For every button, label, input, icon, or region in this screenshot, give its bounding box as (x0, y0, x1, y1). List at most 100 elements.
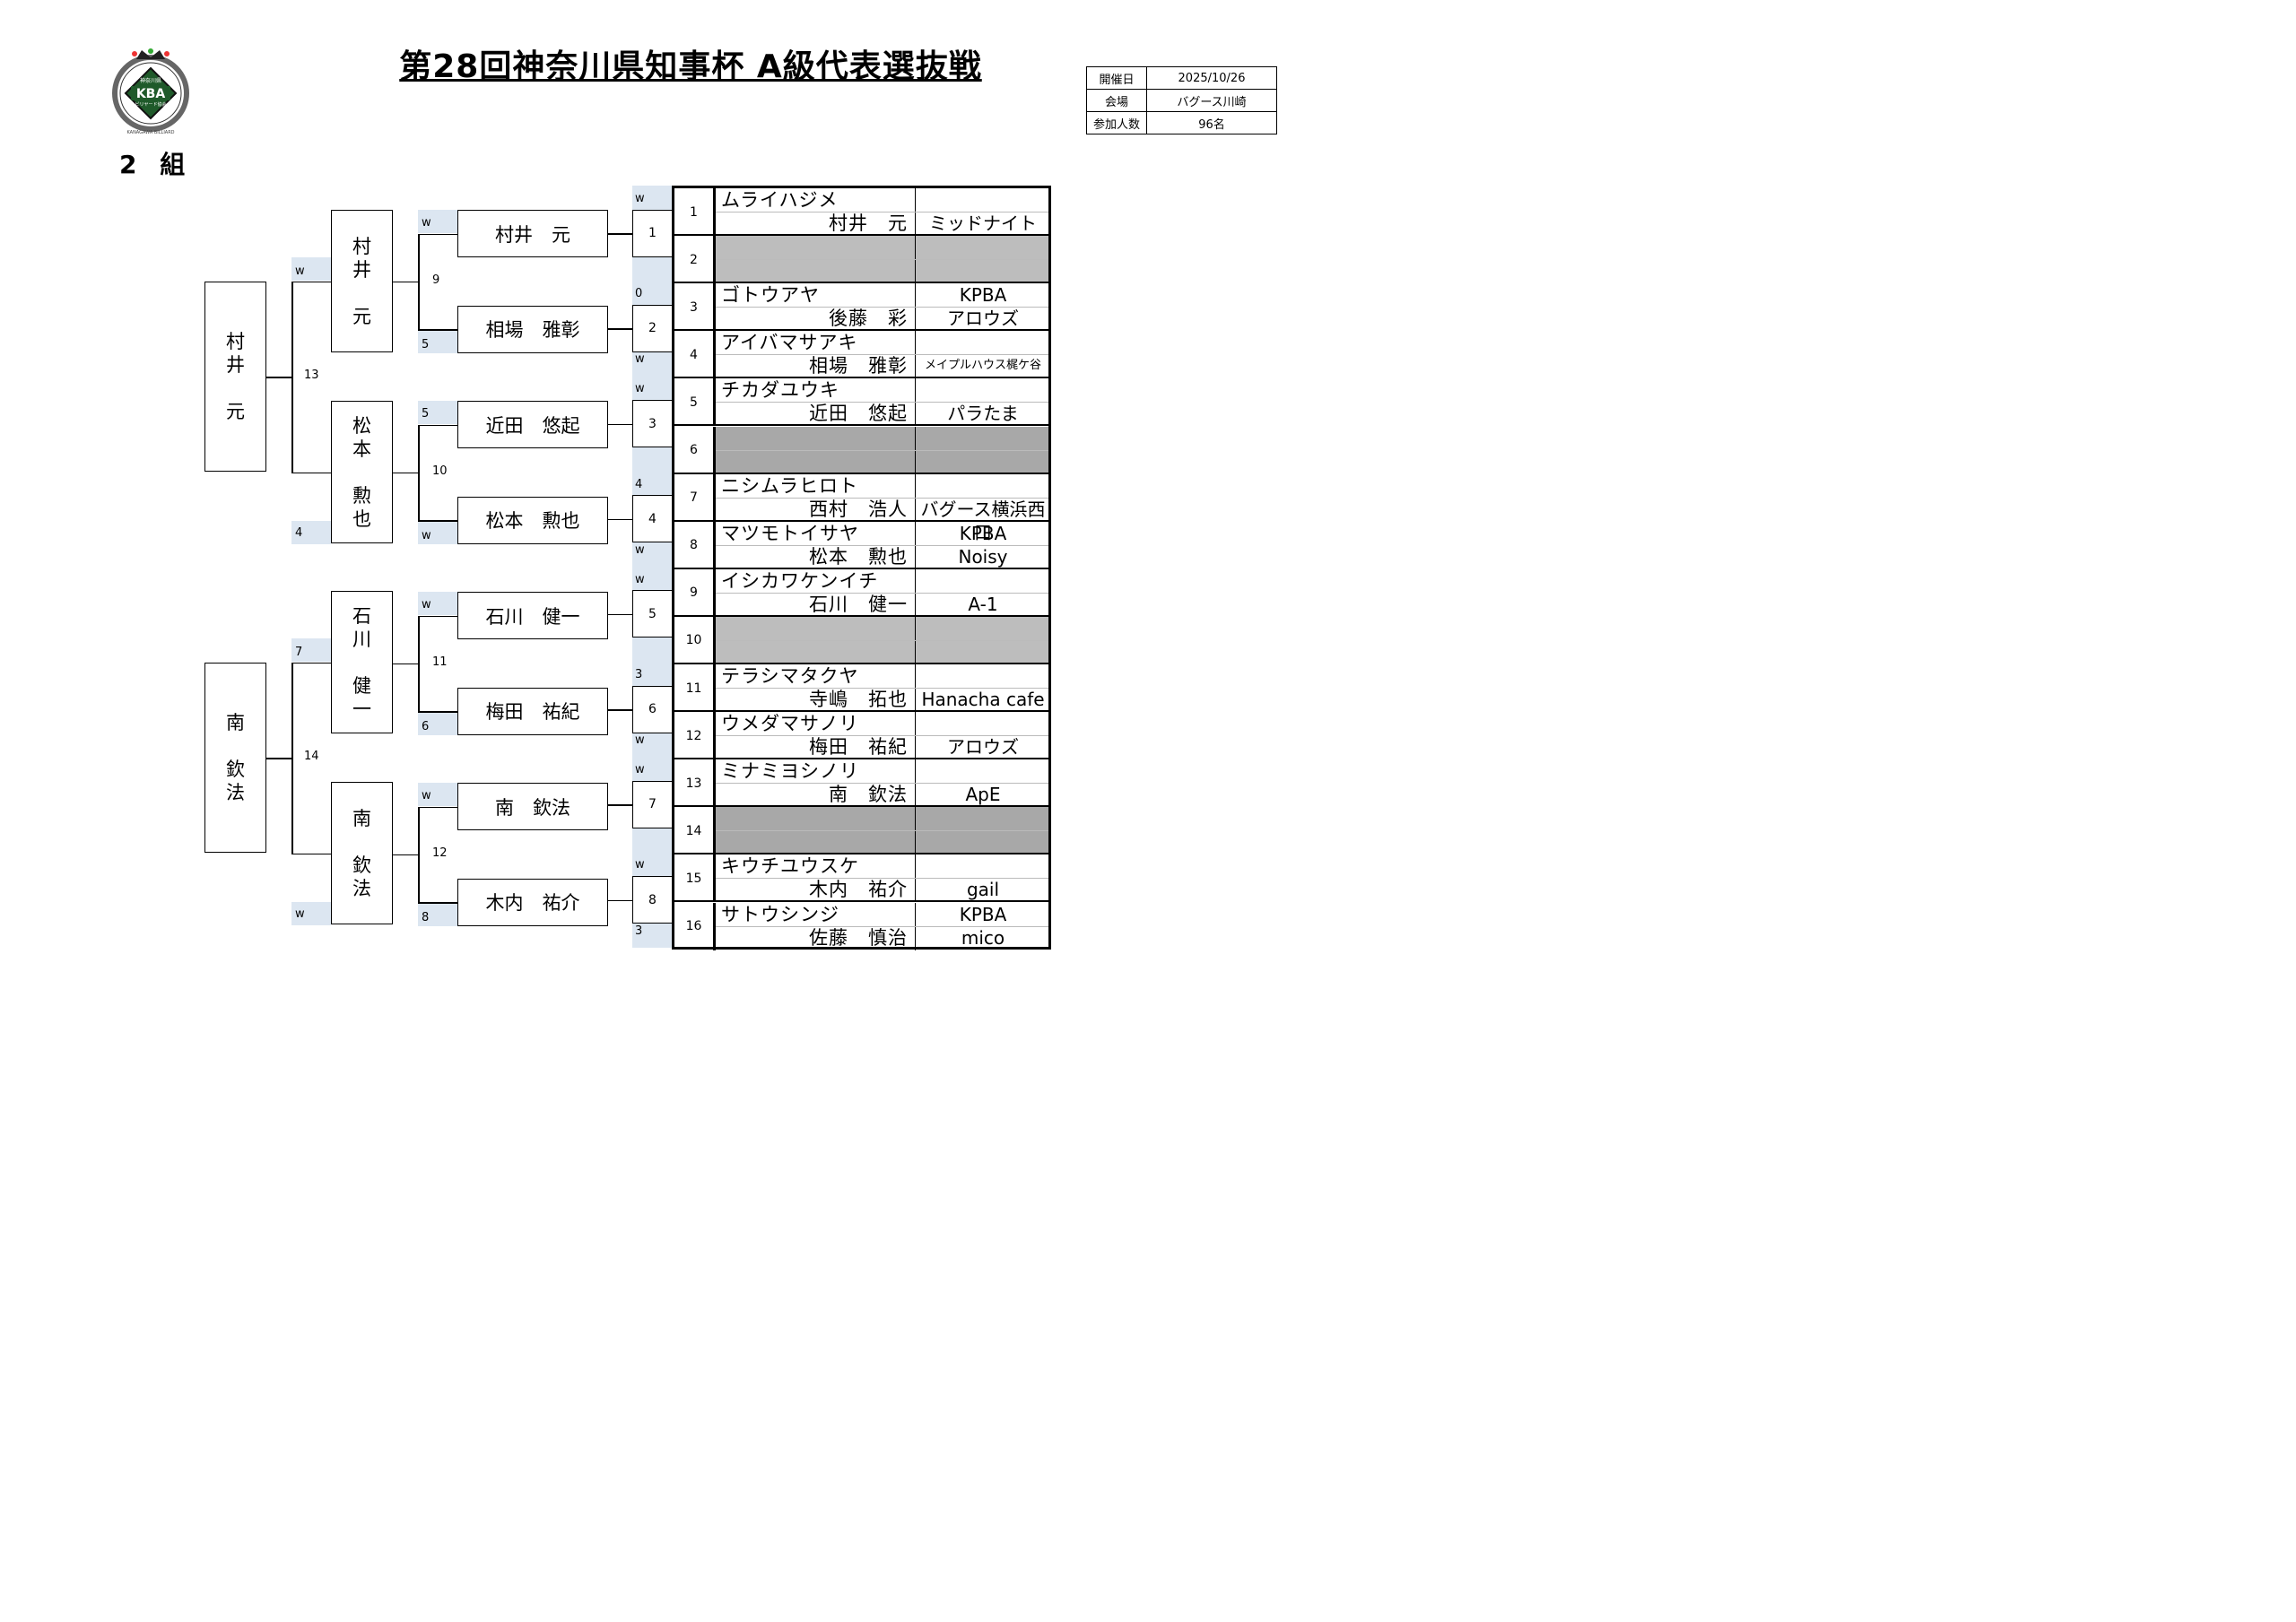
info-label: 会場 (1086, 89, 1147, 112)
row-divider (716, 639, 1048, 641)
slot-number: 14 (674, 807, 716, 855)
player-kana: イシカワケンイチ (721, 569, 879, 592)
player-name-char: 川 (352, 628, 371, 650)
match-number-box: 7 (632, 780, 673, 828)
player-name-char: 南 (352, 807, 371, 829)
bracket-line (418, 424, 457, 426)
player-name: 相場 雅彰 (809, 355, 908, 377)
slot-number: 16 (674, 902, 716, 950)
round2-match-number: 10 (432, 464, 448, 478)
player-club: アロウズ (947, 308, 1019, 330)
slot-number: 7 (674, 473, 716, 522)
slot-number: 3 (674, 283, 716, 332)
round1-score: w (635, 733, 645, 748)
finalist-box: 南欽法 (204, 663, 266, 853)
round2-player-box: 村井 元 (457, 210, 608, 257)
player-club-primary: KPBA (959, 522, 1007, 544)
bracket-line (291, 662, 331, 664)
player-club: パラたま (947, 403, 1019, 425)
row-border (674, 805, 1048, 808)
row-border (674, 758, 1048, 760)
player-name: 寺嶋 拓也 (809, 689, 908, 710)
bracket-line (291, 472, 331, 473)
round3-score: w (295, 907, 305, 921)
player-kana: サトウシンジ (721, 903, 839, 925)
info-value: 2025/10/26 (1146, 66, 1277, 90)
row-border (674, 329, 1048, 332)
slot-number: 9 (674, 568, 716, 617)
player-name-char: 一 (352, 698, 371, 720)
bye-slot: 2 (674, 236, 1048, 284)
player-name-char: 健 (352, 674, 371, 697)
player-kana: アイバマサアキ (721, 332, 858, 354)
round3-player-box: 村井元 (331, 210, 393, 352)
player-name-char: 本 (352, 438, 371, 460)
match-number-box: 4 (632, 495, 673, 543)
player-name-char: 井 (352, 258, 371, 281)
slot-number: 12 (674, 712, 716, 760)
slot-number: 10 (674, 616, 716, 664)
round2-shade (418, 401, 457, 424)
bracket-line (418, 615, 457, 617)
player-name-char: 法 (226, 782, 245, 803)
player-name: 石川 健一 (809, 593, 908, 615)
bracket-line (607, 233, 632, 235)
player-club: メイプルハウス梶ケ谷 (924, 359, 1041, 373)
player-club: アロウズ (947, 736, 1019, 759)
match-number-box: 5 (632, 590, 673, 638)
row-divider (716, 544, 1048, 546)
player-name: 梅田 祐紀 (809, 736, 908, 759)
group-label: 2 組 (119, 150, 193, 179)
player-kana: チカダユウキ (721, 379, 839, 402)
player-name-char: 勲 (352, 484, 371, 507)
row-border (674, 853, 1048, 855)
round2-match-number: 12 (432, 846, 448, 860)
svg-text:KBA: KBA (136, 87, 166, 101)
info-label: 開催日 (1086, 66, 1147, 90)
round2-player-box: 相場 雅彰 (457, 305, 608, 353)
round3-shade (291, 257, 331, 281)
finalist-box: 村井元 (204, 282, 266, 472)
player-name-char: 欽 (226, 759, 245, 780)
round1-score: 0 (635, 287, 643, 301)
player-kana: ウメダマサノリ (721, 713, 859, 735)
bracket-line (291, 853, 331, 854)
info-row: 会場バグース川崎 (1086, 89, 1277, 112)
round2-match-number: 9 (432, 273, 440, 287)
round3-player-box: 松本勲也 (331, 401, 393, 543)
round2-score: 5 (422, 337, 430, 351)
bracket-line (418, 806, 457, 808)
player-club: mico (961, 926, 1005, 949)
page-title: 第28回神奈川県知事杯 A級代表選抜戦 (399, 48, 982, 85)
round1-score: w (635, 763, 645, 777)
row-border (674, 377, 1048, 379)
player-name: 西村 浩人 (809, 498, 908, 520)
round3-score: 4 (295, 526, 303, 540)
slot-number: 6 (674, 426, 716, 474)
player-name: 木内 祐介 (809, 879, 908, 901)
round1-score: w (635, 572, 645, 586)
round1-score: 4 (635, 477, 643, 491)
row-divider (716, 592, 1048, 594)
round3-player-box: 南欽法 (331, 782, 393, 924)
bye-slot: 6 (674, 426, 1048, 474)
row-divider (716, 354, 1048, 356)
round1-score: 3 (635, 668, 643, 681)
round2-player-box: 松本 勲也 (457, 496, 608, 544)
row-divider (716, 449, 1048, 451)
bracket-line (607, 613, 632, 616)
slot-number: 8 (674, 521, 716, 569)
bye-slot: 10 (674, 616, 1048, 664)
player-name-char: 法 (352, 877, 371, 899)
svg-text:神奈川県: 神奈川県 (140, 77, 161, 84)
player-club-primary: KPBA (959, 284, 1007, 307)
player-club: A-1 (968, 593, 998, 615)
bracket-line (418, 329, 457, 331)
round3-shade (291, 902, 331, 925)
bracket-line (392, 281, 419, 283)
